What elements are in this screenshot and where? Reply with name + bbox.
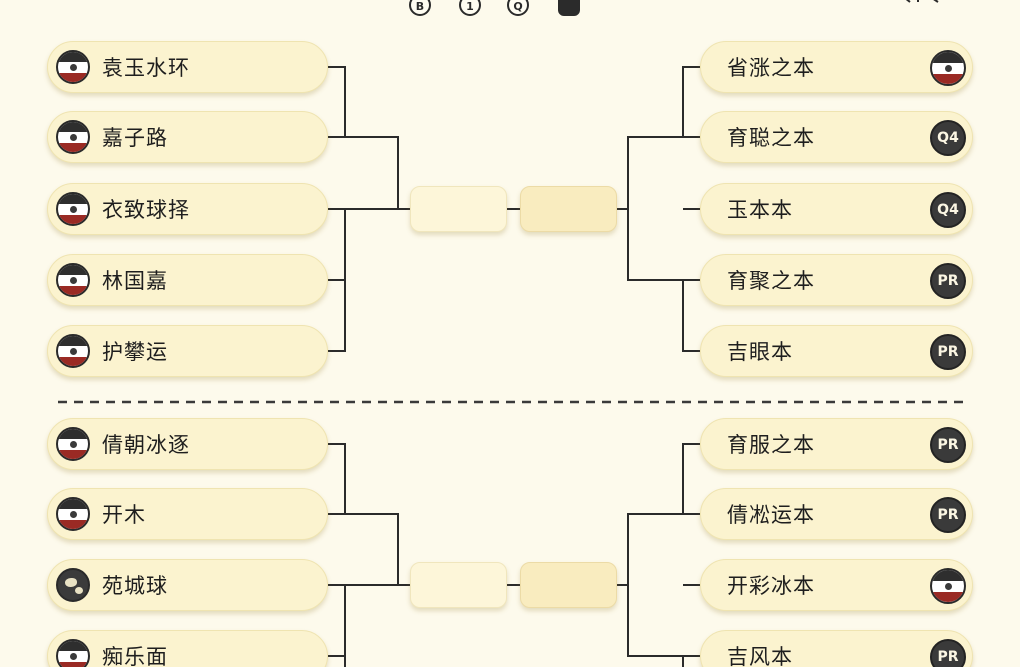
q-circle-icon[interactable]: Q	[507, 0, 529, 16]
flag-icon	[930, 568, 966, 604]
team-name: 倩凇运本	[727, 503, 815, 527]
team-slot[interactable]: 育服之本 PR	[700, 418, 973, 470]
team-name: 痴乐面	[102, 645, 168, 667]
flag-icon	[56, 427, 90, 461]
team-slot[interactable]: 袁玉水环	[47, 41, 328, 93]
semifinal-slot-left[interactable]	[410, 186, 507, 232]
semifinal-slot-right[interactable]	[520, 186, 617, 232]
q4-badge-icon: Q4	[930, 192, 966, 228]
team-name: 玉本本	[727, 198, 793, 222]
flag-icon	[56, 120, 90, 154]
semifinal-slot-left[interactable]	[410, 562, 507, 608]
q4-badge-icon: Q4	[930, 120, 966, 156]
team-name: 开木	[102, 503, 146, 527]
pr-badge-icon: PR	[930, 263, 966, 299]
team-name: 育聚之本	[727, 269, 815, 293]
pr-badge-icon: PR	[930, 334, 966, 370]
flag-icon	[56, 497, 90, 531]
team-name: 育服之本	[727, 433, 815, 457]
team-slot[interactable]: 嘉子路	[47, 111, 328, 163]
team-slot[interactable]: 倩凇运本 PR	[700, 488, 973, 540]
flag-icon	[56, 50, 90, 84]
team-slot[interactable]: 护攀运	[47, 325, 328, 377]
team-name: 开彩冰本	[727, 574, 815, 598]
team-slot[interactable]: 省涨之本	[700, 41, 973, 93]
team-slot[interactable]: 开彩冰本	[700, 559, 973, 611]
flag-icon	[56, 334, 90, 368]
filled-square-icon[interactable]	[558, 0, 580, 16]
header-icon-label: B	[415, 0, 425, 13]
header-icon-label: 1	[466, 0, 474, 13]
one-circle-icon[interactable]: 1	[459, 0, 481, 16]
team-name: 育聪之本	[727, 126, 815, 150]
team-slot[interactable]: 玉本本 Q4	[700, 183, 973, 235]
team-name: 袁玉水环	[102, 56, 190, 80]
team-slot[interactable]: 育聚之本 PR	[700, 254, 973, 306]
team-name: 嘉子路	[102, 126, 168, 150]
flag-icon	[56, 192, 90, 226]
pr-badge-icon: PR	[930, 639, 966, 667]
team-slot[interactable]: 吉风本 PR	[700, 630, 973, 667]
pr-badge-icon: PR	[930, 427, 966, 463]
globe-icon	[56, 568, 90, 602]
team-name: 省涨之本	[727, 56, 815, 80]
corner-mark-icon	[905, 0, 939, 3]
team-name: 吉风本	[727, 645, 793, 667]
team-slot[interactable]: 苑城球	[47, 559, 328, 611]
team-slot[interactable]: 痴乐面	[47, 630, 328, 667]
team-slot[interactable]: 开木	[47, 488, 328, 540]
team-slot[interactable]: 吉眼本 PR	[700, 325, 973, 377]
semifinal-slot-right[interactable]	[520, 562, 617, 608]
team-name: 衣致球择	[102, 198, 190, 222]
team-name: 倩朝冰逐	[102, 433, 190, 457]
team-name: 苑城球	[102, 574, 168, 598]
pr-badge-icon: PR	[930, 497, 966, 533]
flag-icon	[56, 263, 90, 297]
team-slot[interactable]: 林国嘉	[47, 254, 328, 306]
team-name: 林国嘉	[102, 269, 168, 293]
b-circle-icon[interactable]: B	[409, 0, 431, 16]
team-slot[interactable]: 倩朝冰逐	[47, 418, 328, 470]
team-slot[interactable]: 衣致球择	[47, 183, 328, 235]
flag-icon	[56, 639, 90, 667]
flag-icon	[930, 50, 966, 86]
team-name: 护攀运	[102, 340, 168, 364]
team-slot[interactable]: 育聪之本 Q4	[700, 111, 973, 163]
team-name: 吉眼本	[727, 340, 793, 364]
header-icon-label: Q	[513, 0, 523, 13]
